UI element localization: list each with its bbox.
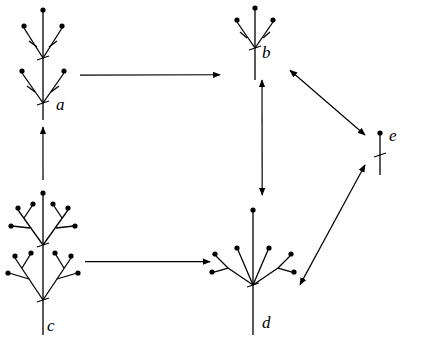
figure-node: c [5, 180, 85, 340]
plant-figure [5, 190, 80, 335]
arrow-connector [261, 80, 262, 195]
figure-node: a [10, 5, 80, 127]
figure-letter: b [262, 43, 271, 63]
figure-node: b [220, 5, 290, 80]
figure-letter: e [389, 126, 397, 146]
figure-node: e [365, 120, 415, 180]
arrow-connector [300, 165, 365, 285]
plant-figure [234, 5, 275, 80]
arrow-connector [290, 70, 365, 135]
plant-figure [209, 207, 296, 335]
figure-letter: d [262, 313, 271, 333]
arrow-connector [42, 127, 43, 180]
arrow-connector [80, 74, 220, 75]
figure-node: d [210, 195, 300, 340]
figure-letter: c [47, 316, 55, 336]
arrow-connector [85, 261, 210, 262]
figure-letter: a [56, 95, 65, 115]
plant-figure [374, 130, 386, 175]
plant-figure [19, 7, 66, 120]
